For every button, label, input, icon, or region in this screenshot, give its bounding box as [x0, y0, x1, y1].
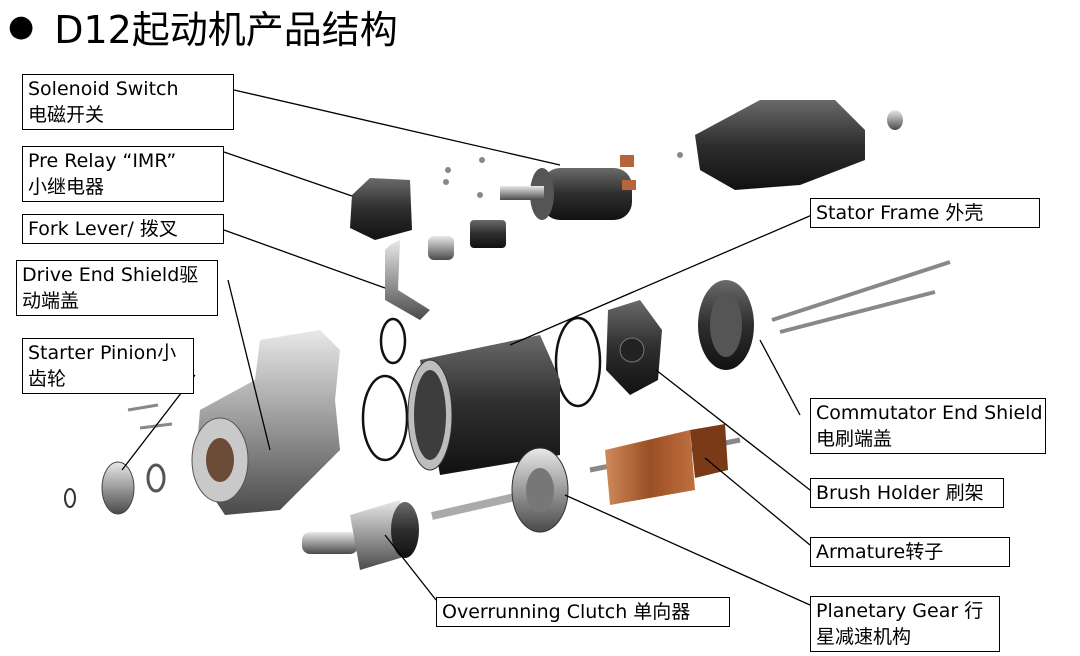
o-rings	[361, 316, 602, 462]
solenoid-switch-part	[500, 155, 636, 220]
label-stator-frame: Stator Frame 外壳	[810, 198, 1040, 228]
label-commutator-end-shield: Commutator End Shield 电刷端盖	[810, 398, 1046, 454]
pinion-part	[64, 381, 173, 515]
planetary-gear-part	[431, 447, 569, 533]
label-pre-relay: Pre Relay “IMR” 小继电器	[22, 146, 224, 202]
bullet-icon: ●	[8, 8, 35, 44]
stator-frame-part	[407, 335, 560, 475]
page-title: ● D12起动机产品结构	[8, 0, 398, 52]
label-solenoid-switch: Solenoid Switch 电磁开关	[22, 74, 234, 130]
leader-lines	[121, 89, 813, 606]
label-brush-holder: Brush Holder 刷架	[810, 478, 1004, 508]
label-drive-end-shield: Drive End Shield驱 动端盖	[16, 260, 218, 316]
title-text: D12起动机产品结构	[54, 7, 398, 52]
label-armature: Armature转子	[810, 537, 1010, 567]
fork-lever-part	[385, 220, 506, 320]
drive-end-shield-part	[191, 330, 340, 515]
armature-part	[589, 424, 741, 505]
label-fork-lever: Fork Lever/ 拨叉	[22, 214, 224, 244]
overrunning-clutch-part	[302, 500, 419, 570]
screws	[443, 152, 683, 198]
label-starter-pinion: Starter Pinion小 齿轮	[22, 338, 194, 394]
brush-holder-part	[606, 300, 662, 395]
label-planetary-gear: Planetary Gear 行 星减速机构	[810, 596, 1000, 652]
pre-relay-part	[350, 178, 412, 240]
commutator-end-shield-part	[698, 260, 951, 370]
rear-cover-part	[695, 100, 903, 190]
label-overrunning-clutch: Overrunning Clutch 单向器	[436, 597, 730, 627]
